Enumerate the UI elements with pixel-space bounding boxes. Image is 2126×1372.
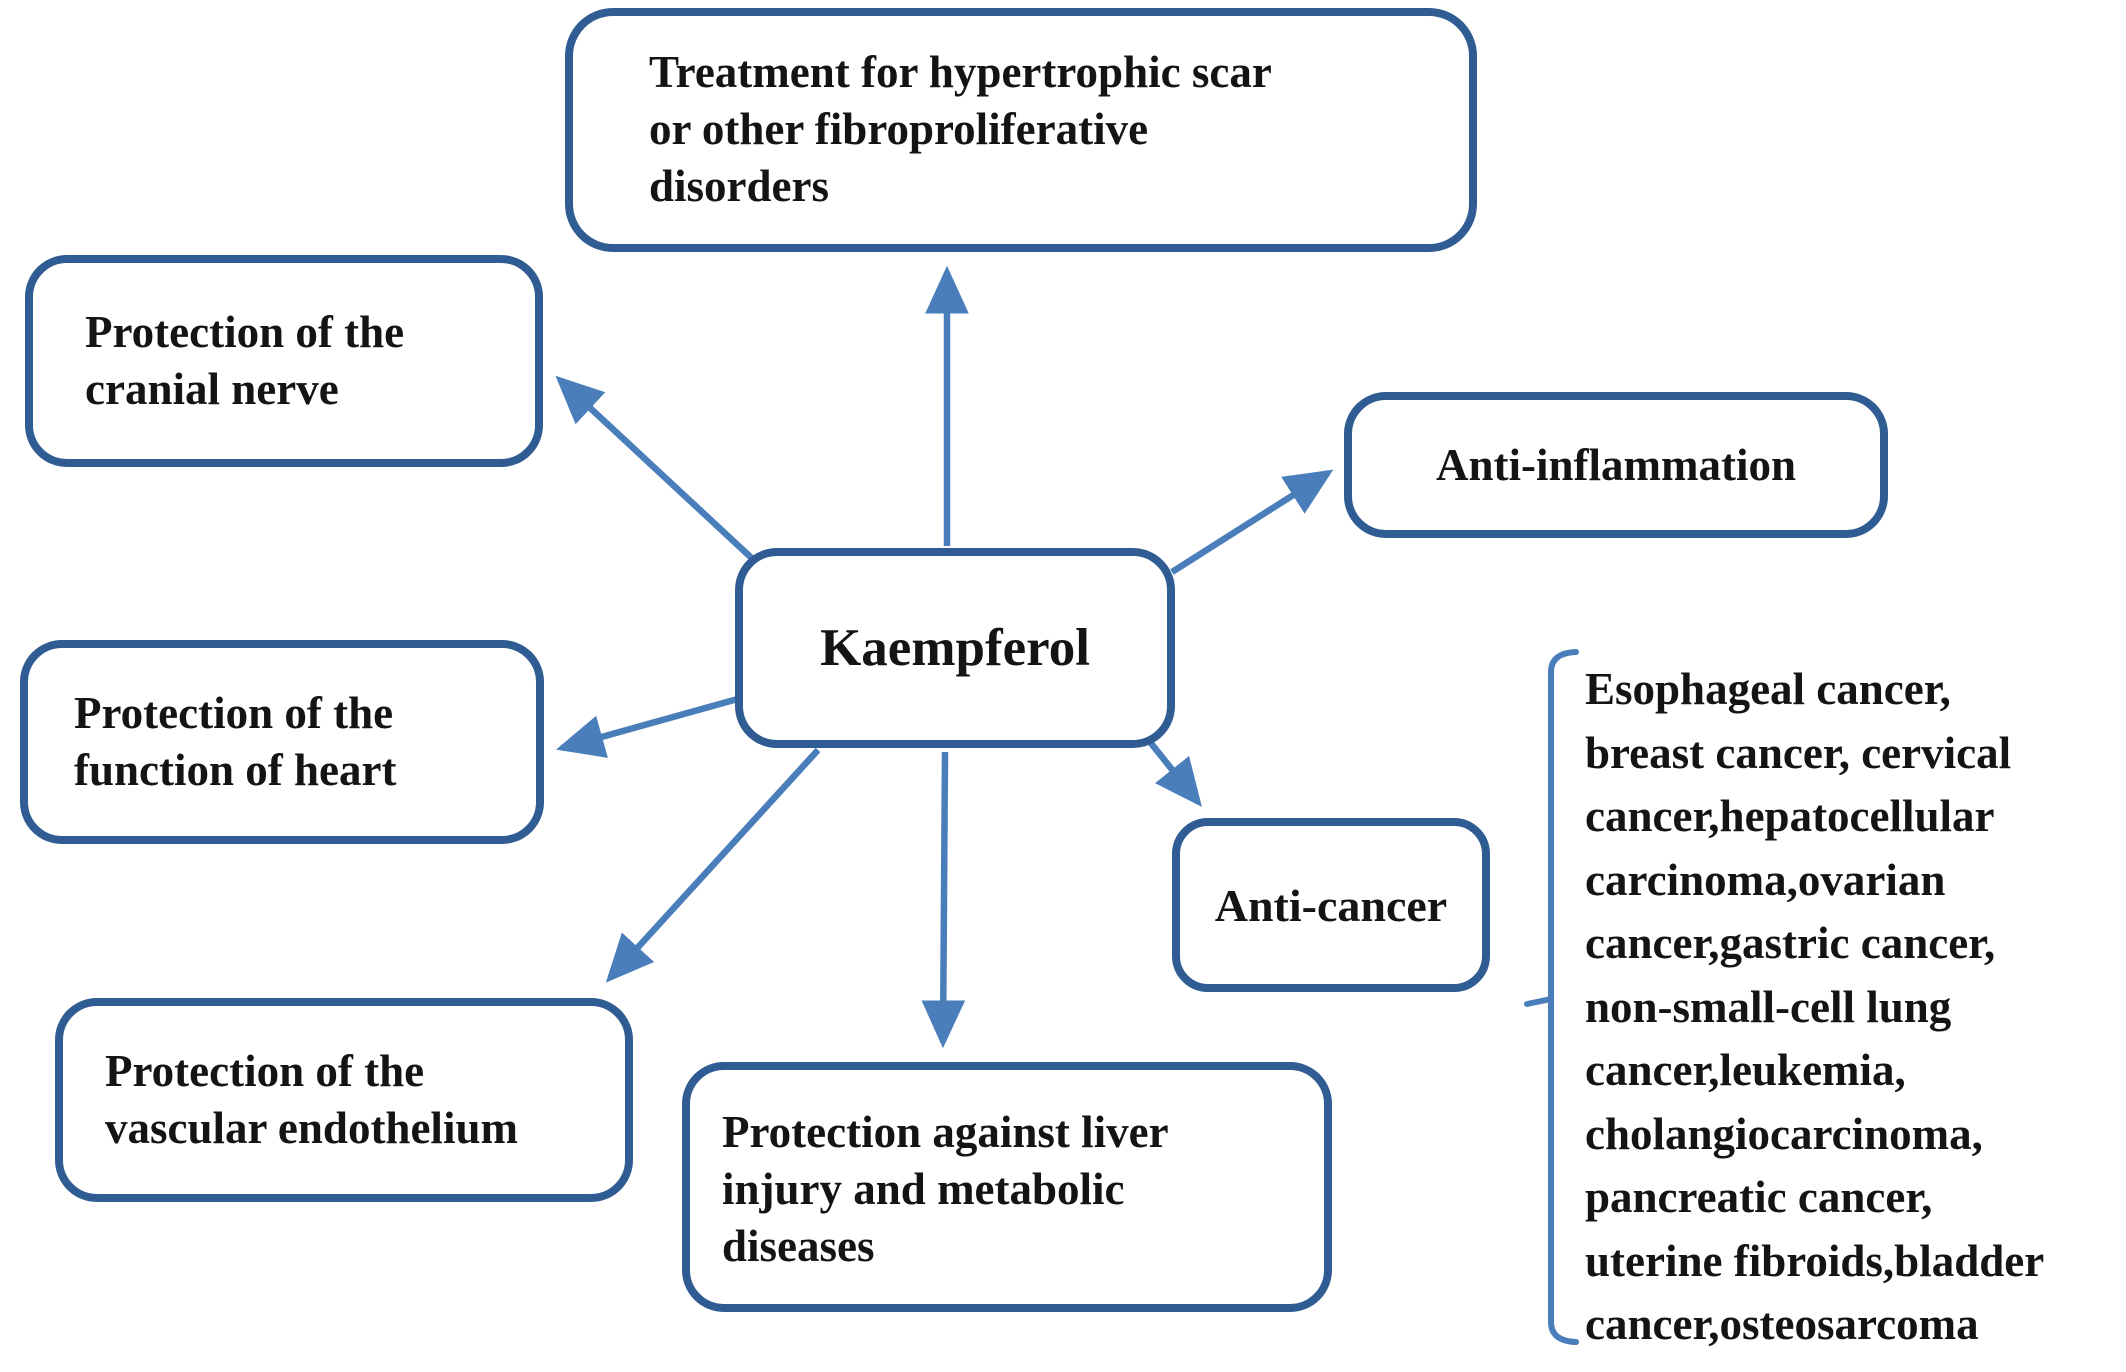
anti-cancer-bracket-tick [1524,996,1554,1007]
box-treatment-hypertrophic-scar: Treatment for hypertrophic scar or other… [565,8,1477,252]
box-vascular-endothelium-label: Protection of the vascular endothelium [105,1046,518,1153]
anti-cancer-detail-list: Esophageal cancer, breast cancer, cervic… [1585,664,2045,1349]
arrow-to-heart [555,691,753,758]
box-kaempferol-center: Kaempferol [735,548,1175,748]
anti-cancer-bracket [1548,649,1579,1345]
box-anti-inflammation-label: Anti-inflammation [1436,439,1796,490]
box-liver-metabolic-label: Protection against liver injury and meta… [722,1107,1169,1271]
box-cranial-nerve: Protection of the cranial nerve [25,255,543,467]
arrow-to-cranial-nerve [555,375,760,566]
kaempferol-label: Kaempferol [820,618,1090,677]
box-anti-cancer-label: Anti-cancer [1214,879,1448,931]
box-anti-cancer: Anti-cancer [1172,818,1490,992]
arrow-to-liver [921,751,966,1049]
box-heart-function-label: Protection of the function of heart [74,688,397,795]
box-vascular-endothelium: Protection of the vascular endothelium [55,998,633,1202]
box-anti-inflammation: Anti-inflammation [1344,392,1888,538]
box-liver-metabolic: Protection against liver injury and meta… [682,1062,1332,1312]
arrow-to-vascular [605,747,821,983]
box-heart-function: Protection of the function of heart [20,640,544,844]
box-cranial-nerve-label: Protection of the cranial nerve [85,307,405,414]
arrow-to-anti-cancer [1147,739,1202,807]
arrow-to-anti-inflammation [1170,469,1334,575]
box-treatment-label: Treatment for hypertrophic scar or other… [649,47,1272,211]
